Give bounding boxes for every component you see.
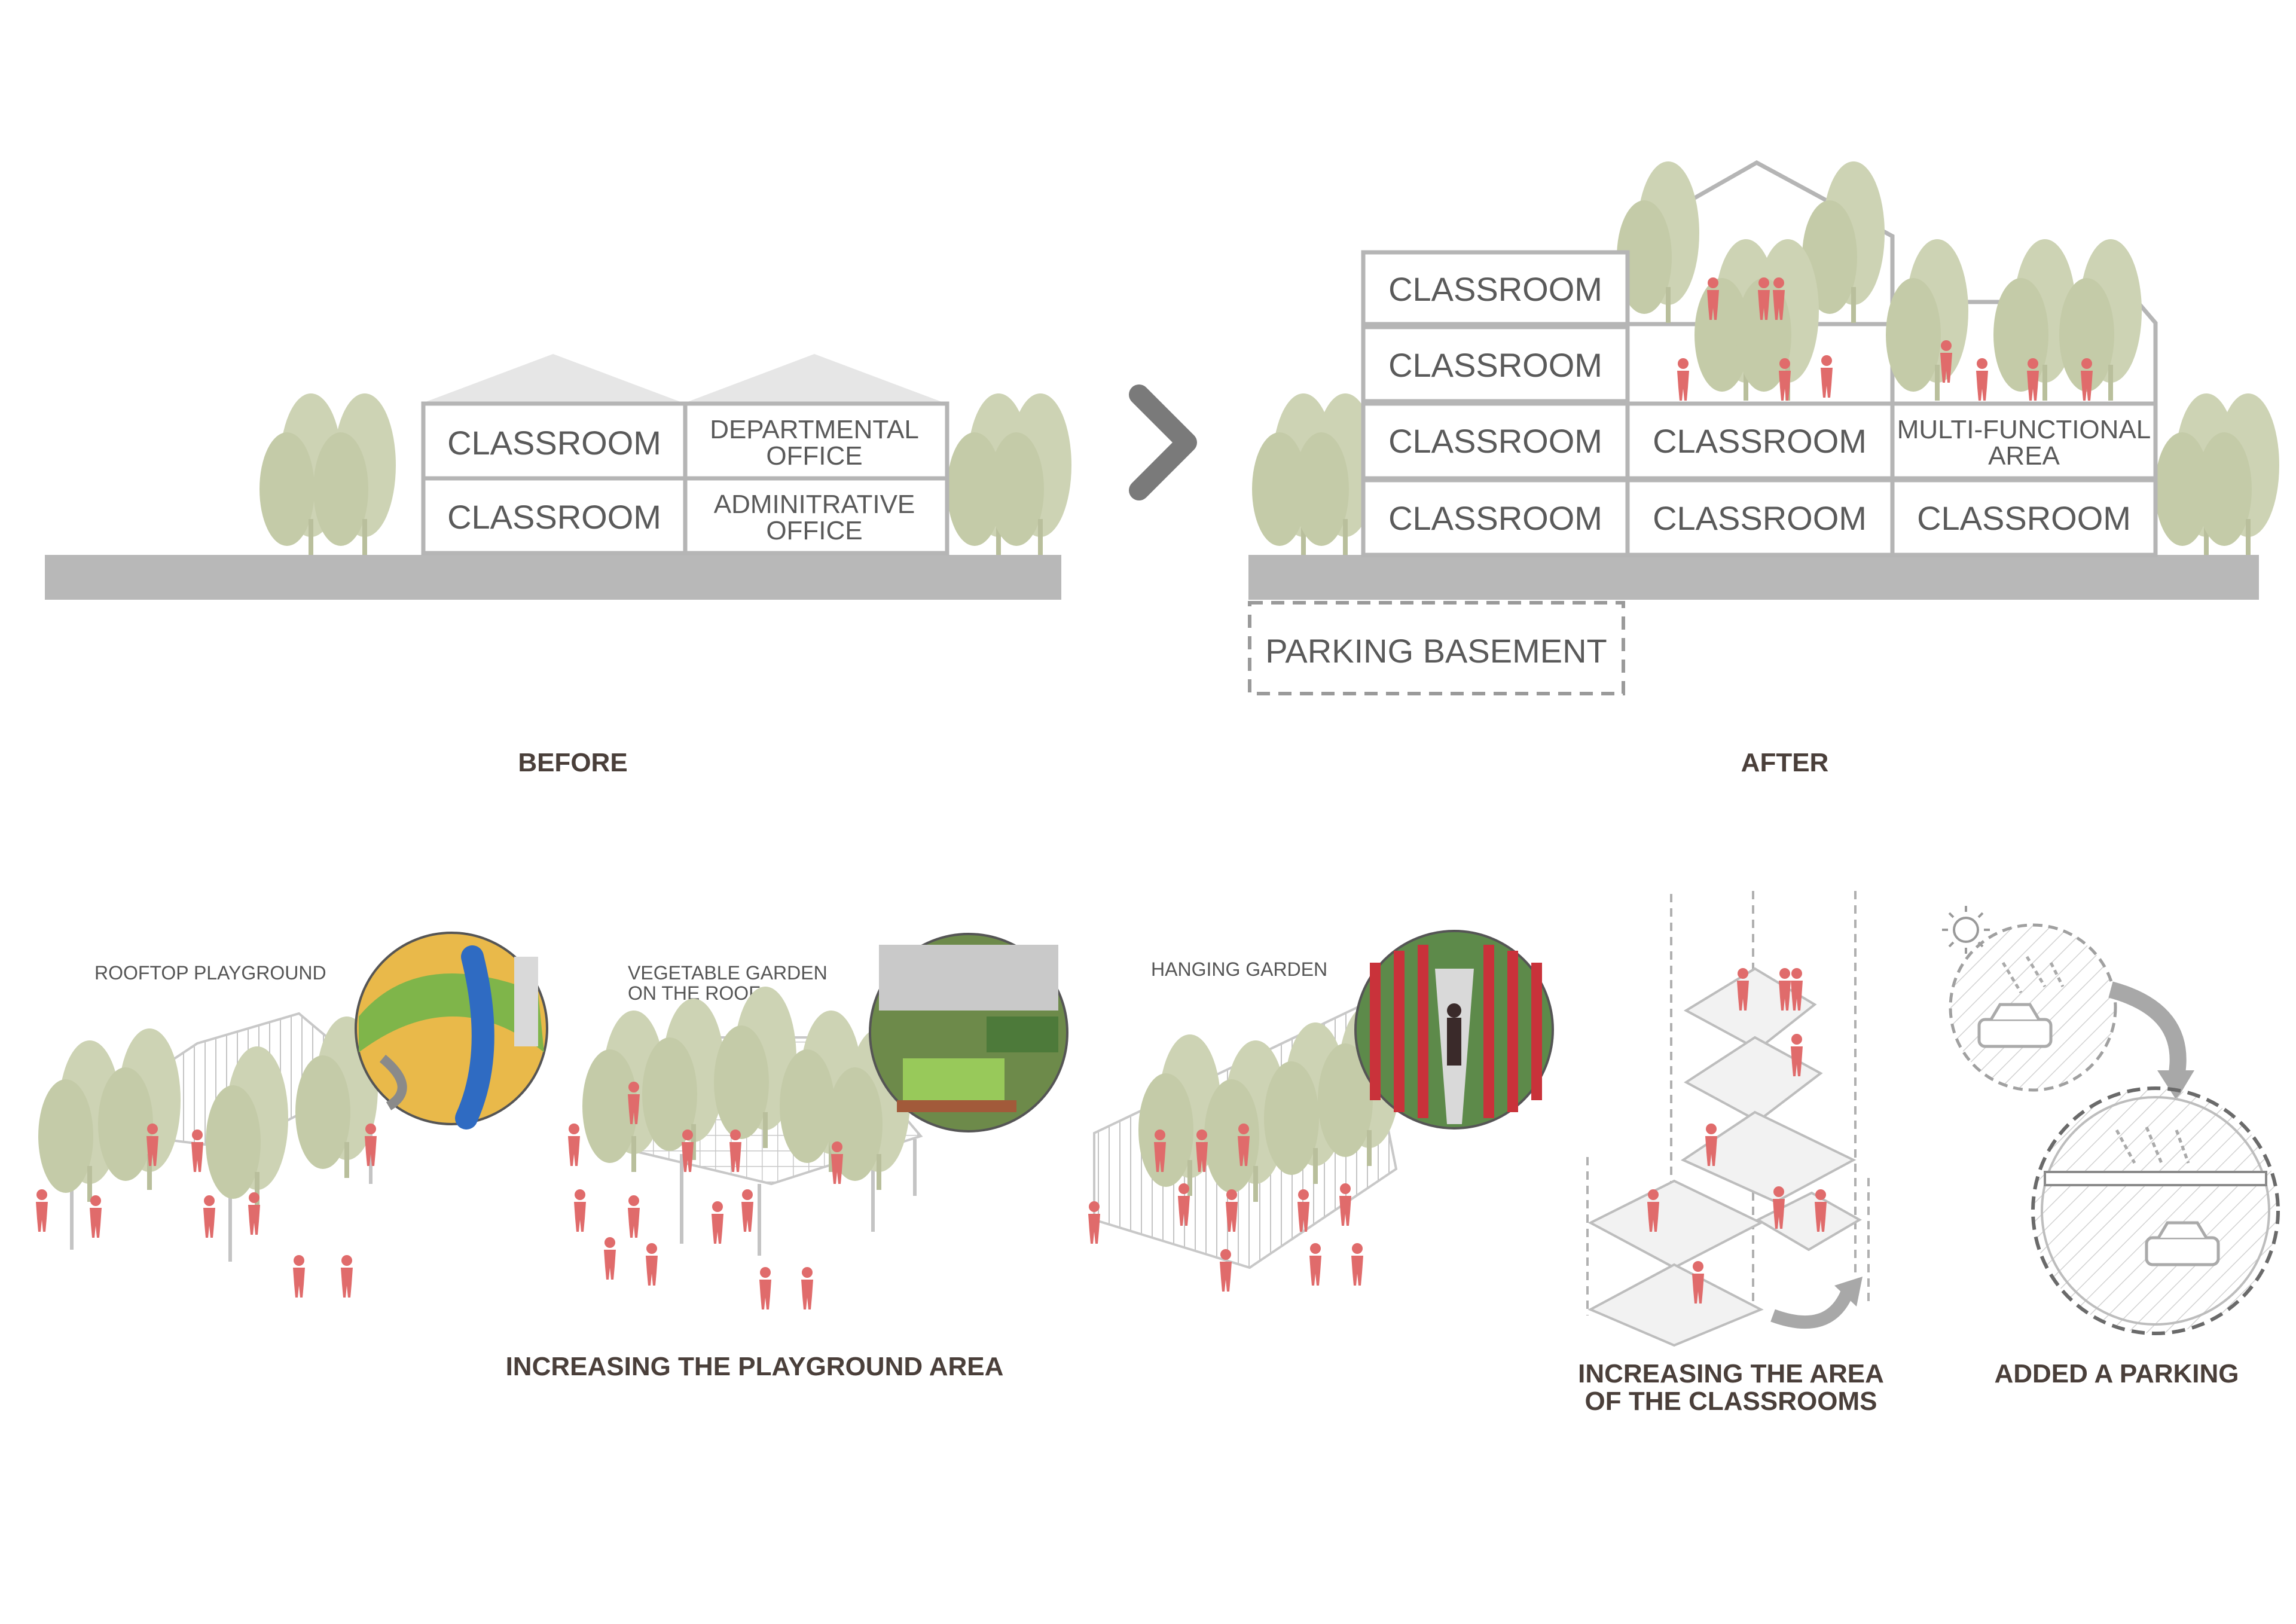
rooftop-playground-photo — [355, 932, 548, 1130]
parking-after-circle — [2031, 1086, 2280, 1335]
rotate-arrow-icon — [1770, 1289, 1854, 1329]
rooftop-playground-group: ROOFTOP PLAYGROUND — [36, 932, 548, 1298]
after-classroom-7 — [1890, 478, 2158, 557]
after-section: PARKING BASEMENT — [1248, 160, 2279, 777]
before-roof-left — [426, 354, 680, 402]
chevron-right-icon — [1129, 384, 1197, 500]
parking-basement-box — [1248, 601, 1625, 695]
caption-classrooms-line1: INCREASING THE AREA — [1578, 1359, 1884, 1388]
caption-playground: INCREASING THE PLAYGROUND AREA — [506, 1352, 1004, 1381]
after-classroom-2-label: CLASSROOM — [1388, 346, 1602, 384]
classroom-stack-group — [1586, 891, 1870, 1347]
stack-floor-3 — [1680, 1110, 1857, 1204]
parking-group — [1942, 906, 2280, 1335]
caption-classrooms-line2: OF THE CLASSROOMS — [1585, 1387, 1877, 1416]
before-ground — [45, 555, 1061, 600]
sun-icon — [1942, 906, 1990, 954]
before-classroom-lower-label: CLASSROOM — [447, 498, 661, 536]
after-classroom-6-label: CLASSROOM — [1653, 499, 1867, 537]
vegetable-garden-photo — [869, 933, 1068, 1132]
multi-functional-line1: MULTI-FUNCTIONAL — [1897, 415, 2151, 444]
parking-slab — [2044, 1171, 2267, 1186]
curved-arrow-icon — [2108, 981, 2187, 1078]
caption-parking: ADDED A PARKING — [1994, 1359, 2239, 1388]
vegetable-garden-group: VEGETABLE GARDEN ON THE ROOF — [568, 933, 1068, 1309]
parking-basement-label: PARKING BASEMENT — [1265, 632, 1607, 670]
car-icon-top — [1977, 1003, 2053, 1048]
vegetable-garden-label-line1: VEGETABLE GARDEN — [628, 962, 828, 984]
after-gable-volume — [1617, 160, 1895, 406]
administrative-office-line1: ADMINITRATIVE — [714, 490, 915, 519]
hanging-garden-label: HANGING GARDEN — [1151, 958, 1327, 980]
departmental-office-line2: OFFICE — [766, 441, 862, 471]
hanging-garden-photo — [1354, 930, 1554, 1130]
after-classroom-6 — [1625, 478, 1895, 557]
after-classroom-4 — [1361, 478, 1630, 557]
stack-floor-2 — [1684, 1036, 1823, 1123]
administrative-office-line2: OFFICE — [766, 516, 862, 545]
before-administrative-office — [683, 476, 949, 555]
before-caption: BEFORE — [518, 748, 627, 777]
before-classroom-upper — [421, 401, 688, 481]
before-section: CLASSROOM CLASSROOM DEPARTMENTAL OFFICE … — [45, 354, 1071, 777]
multi-functional-line2: AREA — [1988, 441, 2060, 471]
after-classroom-1-label: CLASSROOM — [1388, 270, 1602, 308]
after-classroom-1 — [1361, 250, 1630, 326]
after-classroom-4-label: CLASSROOM — [1388, 499, 1602, 537]
after-classroom-7-label: CLASSROOM — [1917, 499, 2131, 537]
after-caption: AFTER — [1741, 748, 1829, 777]
after-classroom-3-label: CLASSROOM — [1388, 422, 1602, 460]
stack-floor-4 — [1587, 1179, 1764, 1269]
rooftop-playground-label: ROOFTOP PLAYGROUND — [94, 962, 326, 984]
hanging-garden-group: HANGING GARDEN — [1088, 930, 1554, 1292]
departmental-office-line1: DEPARTMENTAL — [710, 415, 919, 444]
after-ground — [1248, 555, 2259, 600]
stack-floor-5 — [1587, 1263, 1764, 1347]
before-classroom-lower — [421, 476, 688, 555]
before-roof-right — [688, 354, 942, 402]
car-icon-bottom — [2145, 1221, 2220, 1266]
after-classroom-5-label: CLASSROOM — [1653, 422, 1867, 460]
after-right-volume — [1886, 239, 2158, 404]
after-classroom-2 — [1361, 325, 1630, 404]
before-classroom-upper-label: CLASSROOM — [447, 424, 661, 462]
